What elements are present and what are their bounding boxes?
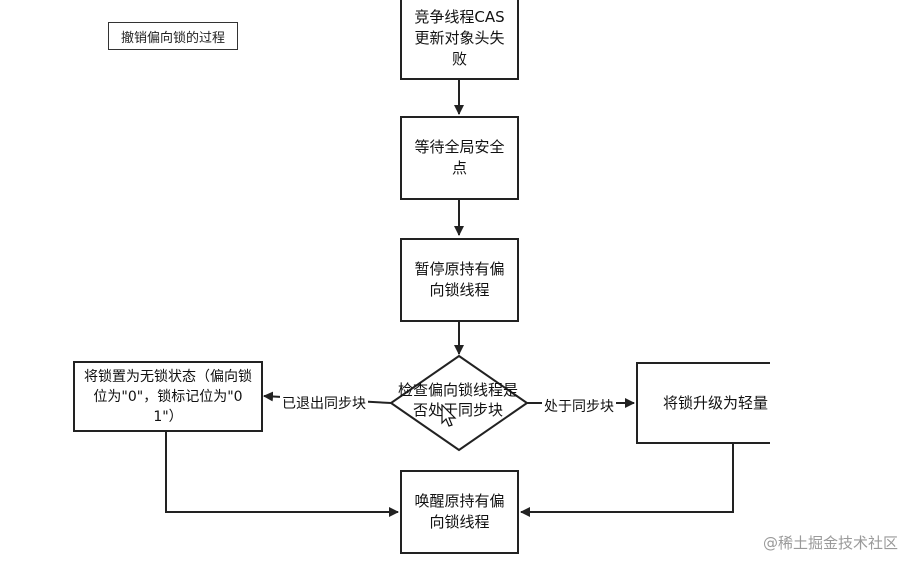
- node-wake-thread: 唤醒原持有偏向锁线程: [400, 470, 519, 554]
- node-pause-thread: 暂停原持有偏向锁线程: [400, 238, 519, 322]
- node-upgrade-light: 将锁升级为轻量: [636, 362, 770, 444]
- node-set-unlocked: 将锁置为无锁状态（偏向锁位为"0"，锁标记位为"01"）: [73, 361, 263, 432]
- edge-unlocked-to-wake: [165, 432, 399, 517]
- label-exited-sync: 已退出同步块: [280, 393, 368, 413]
- edge-upgrade-to-wake: [520, 444, 734, 517]
- label-in-sync: 处于同步块: [542, 396, 616, 416]
- decision-diamond: [389, 354, 529, 452]
- watermark: @稀土掘金技术社区: [762, 534, 898, 552]
- node-check-sync: 检查偏向锁线程是否处于同步块: [397, 381, 518, 419]
- diagram-title: 撤销偏向锁的过程: [108, 22, 238, 50]
- node-wait-safepoint: 等待全局安全点: [400, 116, 519, 200]
- node-cas-fail: 竞争线程CAS更新对象头失败: [400, 0, 519, 80]
- mouse-cursor-icon: [441, 404, 457, 427]
